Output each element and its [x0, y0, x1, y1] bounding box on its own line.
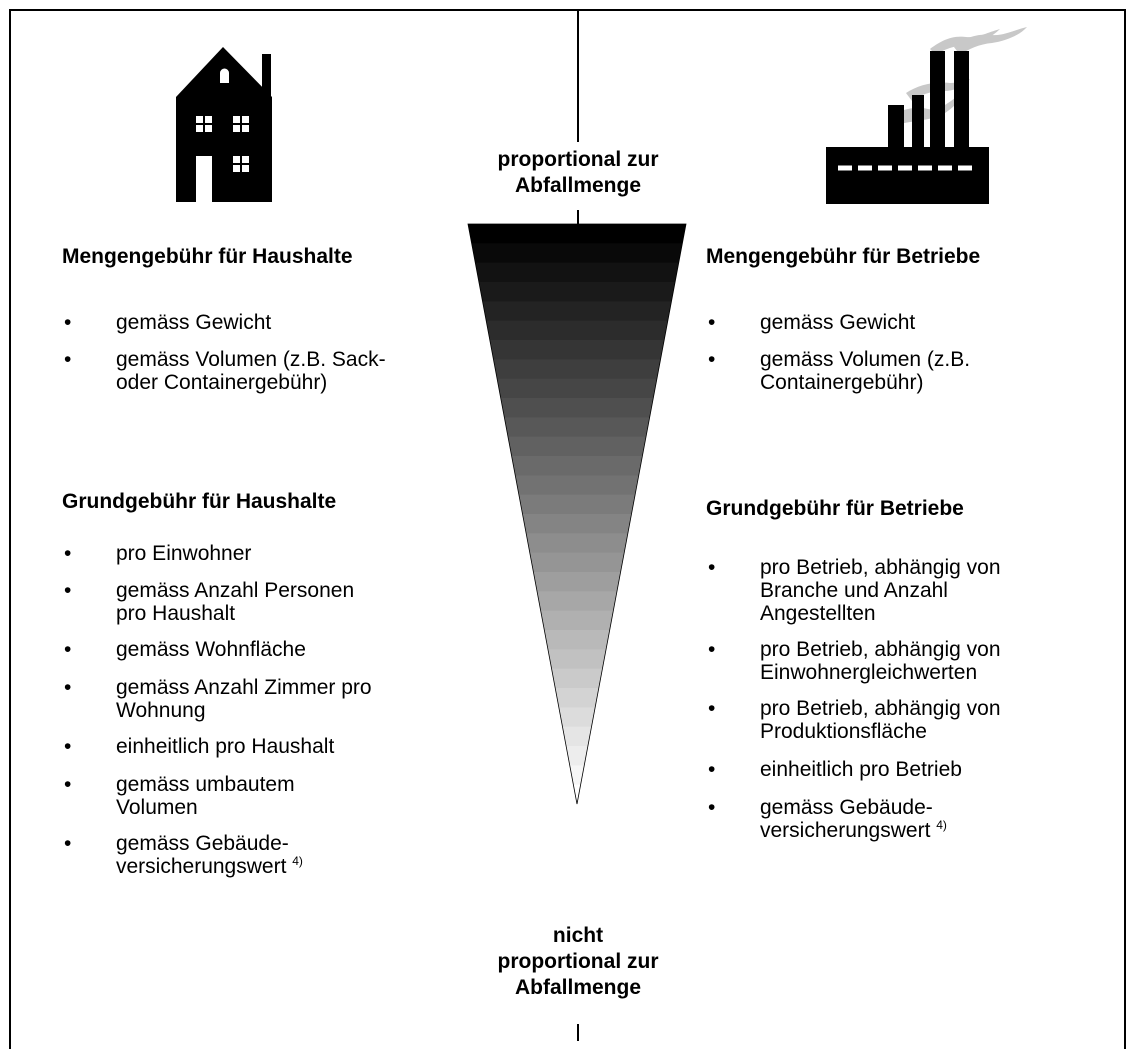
list-item: gemäss Gebäude- versicherungswert 4) [708, 796, 1001, 842]
wedge-band [493, 359, 661, 380]
wedge-band [486, 320, 668, 341]
wedge-band [518, 494, 636, 515]
bottom-label-line: proportional zur [497, 950, 659, 973]
list-item: gemäss Volumen (z.B. Containergebühr) [708, 348, 970, 394]
list-item: einheitlich pro Haushalt [64, 735, 372, 758]
bottom-label-line: nicht [552, 924, 604, 947]
list-item: pro Betrieb, abhängig von Branche und An… [708, 556, 1001, 625]
wedge-band [551, 668, 603, 689]
left-grundgebuehr-list: pro Einwohner gemäss Anzahl Personen pro… [64, 542, 372, 878]
center-divider-upper-stub [577, 210, 579, 225]
wedge-band [529, 552, 625, 573]
list-item: gemäss Wohnfläche [64, 638, 372, 661]
wedge-band [504, 417, 650, 438]
wedge-band [558, 707, 596, 728]
center-divider-top [577, 10, 579, 142]
list-item: gemäss Volumen (z.B. Sack- oder Containe… [64, 348, 386, 394]
wedge-band [482, 301, 672, 322]
right-section-title-mengengebuehr: Mengengebühr für Betriebe [706, 245, 981, 268]
factory-icon [826, 27, 1027, 204]
wedge-band [507, 436, 647, 457]
wedge-band [500, 398, 654, 418]
wedge-band [566, 746, 588, 766]
wedge-band [533, 572, 621, 592]
list-item: einheitlich pro Betrieb [708, 758, 1001, 781]
top-label-line: proportional zur [497, 148, 659, 171]
bottom-center-label: nicht proportional zur Abfallmenge [478, 923, 678, 1001]
wedge-band [475, 262, 679, 283]
list-item: gemäss Anzahl Zimmer pro Wohnung [64, 676, 372, 722]
right-grundgebuehr-list: pro Betrieb, abhängig von Branche und An… [708, 556, 1001, 842]
wedge-band [573, 784, 581, 804]
wedge-band [471, 243, 683, 264]
wedge-band [522, 514, 632, 534]
list-item: pro Betrieb, abhängig von Einwohnergleic… [708, 638, 1001, 684]
list-item: gemäss Gebäude- versicherungswert 4) [64, 832, 372, 878]
list-item: gemäss Gewicht [708, 311, 970, 334]
wedge-band [569, 765, 585, 786]
wedge-band [555, 688, 599, 708]
footnote-marker: 4) [936, 818, 947, 832]
wedge-band [489, 340, 665, 360]
wedge-band [562, 726, 592, 747]
top-label-line: Abfallmenge [514, 174, 642, 197]
list-item: pro Einwohner [64, 542, 372, 565]
wedge-band [478, 282, 676, 302]
left-section-title-grundgebuehr: Grundgebühr für Haushalte [62, 490, 337, 513]
wedge-band [497, 378, 657, 399]
list-item: gemäss Gewicht [64, 311, 386, 334]
list-item: gemäss umbautem Volumen [64, 773, 372, 819]
left-mengengebuehr-list: gemäss Gewicht gemäss Volumen (z.B. Sack… [64, 311, 386, 394]
right-section-title-grundgebuehr: Grundgebühr für Betriebe [706, 497, 964, 520]
diagram-frame [9, 9, 1126, 1049]
left-section-title-mengengebuehr: Mengengebühr für Haushalte [62, 245, 353, 268]
footnote-marker: 4) [292, 854, 303, 868]
gradient-wedge [467, 223, 687, 805]
wedge-band [544, 630, 610, 650]
wedge-band [540, 610, 614, 631]
center-divider-bottom-stub [577, 1024, 579, 1041]
bottom-label-line: Abfallmenge [514, 976, 642, 999]
list-item: gemäss Anzahl Personen pro Haushalt [64, 579, 372, 625]
top-center-label: proportional zur Abfallmenge [478, 147, 678, 199]
wedge-band [537, 591, 617, 612]
wedge-band [468, 224, 686, 244]
wedge-band [511, 456, 643, 476]
house-icon [176, 47, 272, 202]
wedge-outline [467, 223, 687, 805]
wedge-band [526, 533, 628, 554]
list-item: pro Betrieb, abhängig von Produktionsflä… [708, 697, 1001, 743]
wedge-band [547, 649, 607, 670]
wedge-band [515, 475, 639, 496]
right-mengengebuehr-list: gemäss Gewicht gemäss Volumen (z.B. Cont… [708, 311, 970, 394]
